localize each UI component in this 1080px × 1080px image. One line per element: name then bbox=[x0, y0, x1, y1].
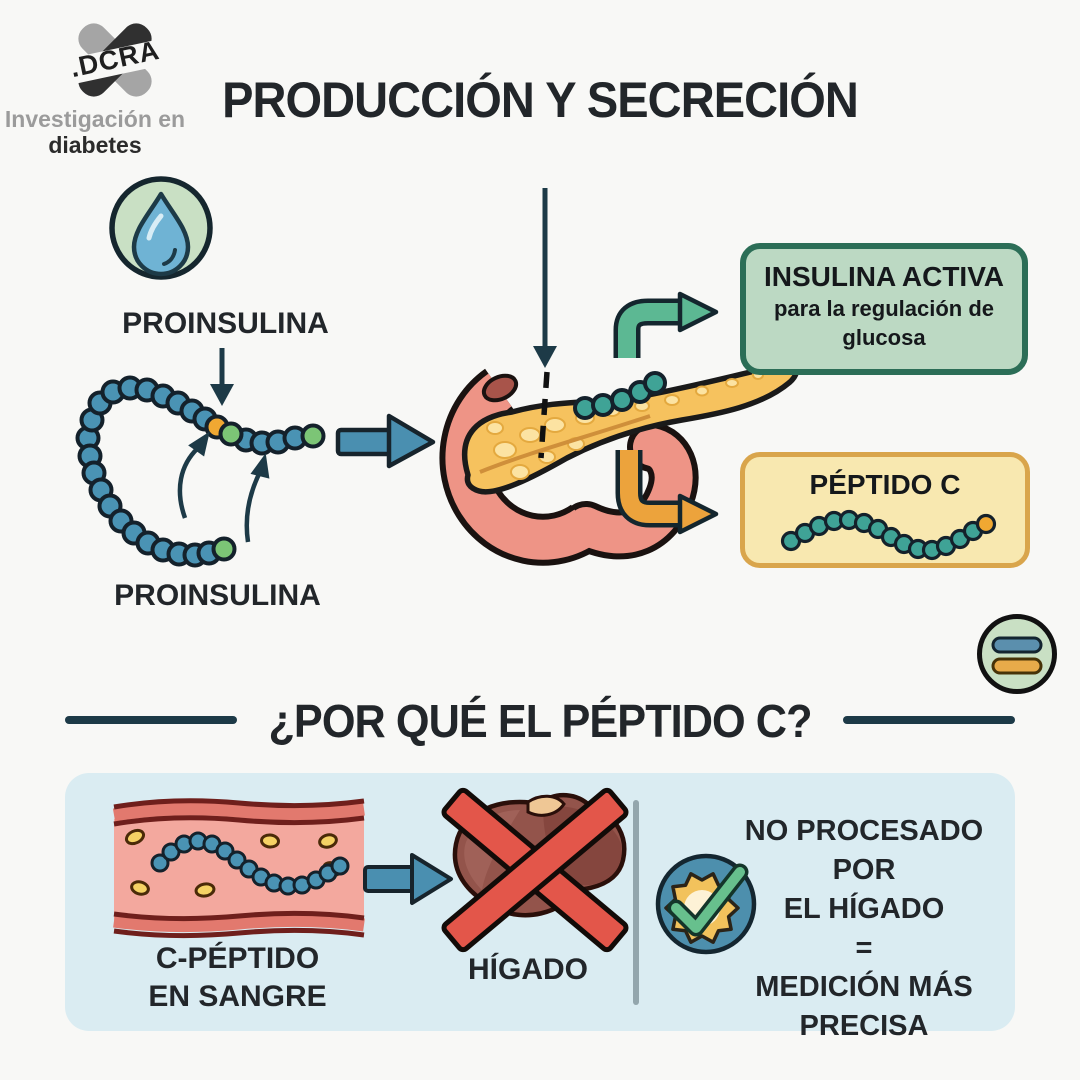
conclusion-line-4: MEDICIÓN MÁS bbox=[755, 971, 973, 1003]
page-title: PRODUCCIÓN Y SECRECIÓN bbox=[222, 72, 859, 128]
down-arrow-to-chain bbox=[210, 348, 234, 406]
pancreas-body bbox=[461, 362, 799, 495]
liver-crossed-illustration bbox=[441, 787, 629, 953]
droplet-icon bbox=[109, 176, 213, 280]
insulin-box-subtitle: para la regulación de glucosa bbox=[773, 296, 995, 350]
dcra-logo-icon bbox=[65, 23, 165, 97]
panel-vertical-divider bbox=[633, 800, 639, 1005]
cleavage-arrows bbox=[177, 431, 270, 543]
insulin-result-box: INSULINA ACTIVA para la regulación de gl… bbox=[740, 243, 1028, 375]
proinsulina-bottom-label: PROINSULINA bbox=[114, 579, 321, 612]
c-peptide-label: C-PÉPTIDO EN SANGRE bbox=[110, 940, 365, 1016]
right-arrow-to-liver bbox=[363, 853, 453, 905]
verified-check-icon bbox=[655, 853, 757, 955]
green-arrow-to-insulin bbox=[613, 291, 719, 358]
red-cross-icon bbox=[441, 787, 629, 953]
conclusion-line-1: NO PROCESADO POR bbox=[744, 815, 984, 886]
stimulus-down-arrow bbox=[533, 188, 557, 368]
c-peptide-label-line2: EN SANGRE bbox=[148, 980, 327, 1013]
equals-icon bbox=[977, 614, 1057, 694]
blood-vessel-illustration bbox=[112, 798, 365, 939]
section-divider-left bbox=[65, 716, 237, 724]
peptide-box-title: PÉPTIDO C bbox=[809, 469, 961, 500]
logo-subtitle-line1: Investigación en bbox=[4, 106, 186, 132]
c-peptide-label-line1: C-PÉPTIDO bbox=[155, 942, 320, 975]
pancreas-illustration bbox=[439, 188, 799, 566]
section-title: ¿POR QUÉ EL PÉPTIDO C? bbox=[268, 695, 812, 747]
liver-label: HÍGADO bbox=[468, 953, 588, 986]
c-peptide-chain bbox=[150, 831, 350, 896]
logo-subtitle-line2: diabetes bbox=[48, 132, 142, 158]
proinsulina-top-label: PROINSULINA bbox=[122, 307, 329, 340]
right-arrow-to-pancreas bbox=[335, 413, 436, 469]
orange-arrow-to-peptide bbox=[615, 450, 719, 535]
insulin-box-title: INSULINA ACTIVA bbox=[763, 261, 1005, 292]
conclusion-text: NO PROCESADO POR EL HÍGADO = MEDICIÓN MÁ… bbox=[728, 812, 1000, 1046]
proinsulina-chain-illustration bbox=[75, 375, 326, 568]
conclusion-line-5: PRECISA bbox=[799, 1010, 929, 1042]
conclusion-line-3: = bbox=[855, 932, 873, 964]
cleavage-dashed-line bbox=[538, 371, 550, 459]
peptide-chain-illustration bbox=[780, 509, 997, 561]
section-divider-right bbox=[843, 716, 1015, 724]
insulin-beads-in-tail bbox=[573, 371, 667, 420]
conclusion-line-2: EL HÍGADO bbox=[783, 893, 945, 925]
duodenum bbox=[439, 368, 699, 566]
